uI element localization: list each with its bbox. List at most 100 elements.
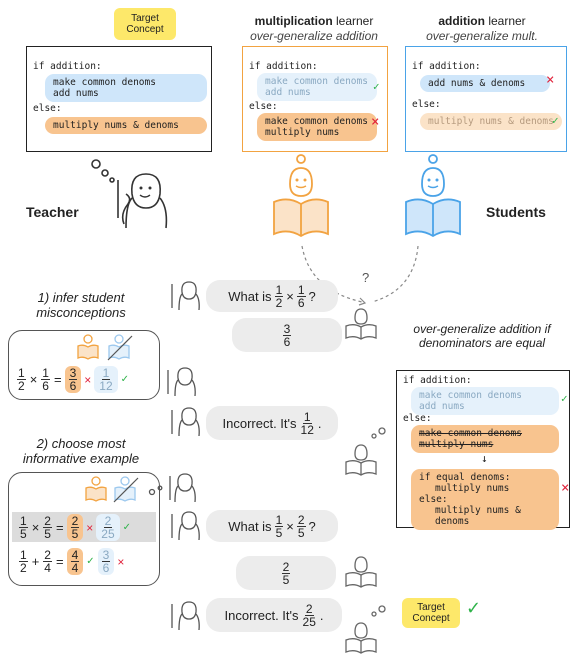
bubble-text: ? bbox=[308, 518, 316, 534]
bubble-text: What is bbox=[228, 518, 272, 534]
times-op: × bbox=[31, 520, 40, 535]
revised-add-block: make common denoms add nums bbox=[411, 387, 559, 415]
teacher-add-block: make common denoms add nums bbox=[45, 74, 207, 102]
mult-header-rest: learner bbox=[332, 14, 374, 28]
add-header-bold: addition bbox=[438, 14, 485, 28]
code-line: add nums bbox=[265, 87, 311, 98]
times-op: × bbox=[29, 372, 38, 387]
mult-mult-block: make common denoms multiply nums bbox=[257, 113, 377, 141]
add-add-block: add nums & denoms bbox=[420, 75, 550, 92]
addition-learner-header: addition learner bbox=[402, 14, 562, 28]
add-student-figure bbox=[405, 154, 461, 238]
mini-student-blue-crossed bbox=[107, 334, 133, 361]
question-mark: ? bbox=[362, 270, 370, 285]
code-else: else: bbox=[403, 413, 432, 424]
teacher-thinking-mini-icon bbox=[148, 473, 196, 503]
right-panel-title: over-generalize addition if denominators… bbox=[413, 322, 551, 350]
mult-learner-code-box: if addition: make common denoms add nums… bbox=[242, 46, 388, 152]
new-rule-block: if equal denoms: multiply nums else: mul… bbox=[411, 469, 559, 530]
check-icon: ✓ bbox=[373, 80, 380, 93]
multiplication-learner-header: multiplication learner bbox=[234, 14, 394, 28]
student-mini-icon bbox=[345, 556, 377, 588]
teacher-mini-icon bbox=[167, 367, 196, 397]
add-mult-block: multiply nums & denoms bbox=[420, 113, 562, 130]
code-line: multiply nums & denoms bbox=[53, 120, 179, 131]
check-icon: ✓ bbox=[466, 598, 482, 618]
code-line: add nums bbox=[419, 401, 465, 412]
final-target-concept-note: Target Concept bbox=[402, 598, 460, 628]
mult-header-bold: multiplication bbox=[254, 14, 333, 28]
revised-code-box: if addition: make common denoms add nums… bbox=[396, 370, 570, 530]
cross-icon: × bbox=[117, 554, 125, 569]
bubble-text: ? bbox=[308, 288, 316, 304]
check-icon: ✓ bbox=[122, 522, 132, 533]
cross-icon: × bbox=[546, 72, 555, 88]
teacher-mini-icon bbox=[171, 281, 200, 311]
code-line: add nums & denoms bbox=[428, 78, 526, 89]
mini-student-blue-crossed bbox=[113, 476, 139, 503]
bubble-text: Incorrect. It's bbox=[224, 607, 299, 623]
code-line: if equal denoms: bbox=[419, 472, 511, 483]
teacher-mini-icon bbox=[171, 511, 200, 541]
equals-op: = bbox=[55, 520, 64, 535]
code-line: multiply nums bbox=[435, 483, 510, 494]
teacher-mult-block: multiply nums & denoms bbox=[45, 117, 207, 134]
struck-block: make common denoms multiply nums bbox=[411, 425, 559, 453]
code-if: if addition: bbox=[249, 61, 318, 72]
check-icon: ✓ bbox=[561, 392, 568, 405]
bubble-text: . bbox=[319, 607, 324, 623]
check-icon: ✓ bbox=[120, 374, 130, 385]
student-thinking-mini-icon bbox=[345, 605, 386, 654]
times-op: × bbox=[286, 288, 294, 304]
converging-arrows bbox=[301, 245, 419, 306]
down-arrow-icon: ↓ bbox=[481, 452, 488, 465]
addition-learner-sub: over-generalize mult. bbox=[426, 29, 538, 43]
check-icon: ✓ bbox=[552, 114, 559, 127]
equals-op: = bbox=[55, 554, 64, 569]
step1-label: 1) infer student misconceptions bbox=[36, 290, 126, 320]
code-line: multiply nums & denoms bbox=[428, 116, 554, 127]
step2-label: 2) choose most informative example bbox=[22, 436, 140, 466]
code-line: multiply nums & denoms bbox=[435, 505, 521, 527]
code-line: make common denoms bbox=[419, 390, 522, 401]
code-if: if addition: bbox=[33, 61, 102, 72]
code-line: multiply nums bbox=[419, 439, 494, 450]
cross-icon: × bbox=[84, 372, 92, 387]
infer-frame bbox=[8, 330, 160, 400]
mini-student-orange bbox=[77, 334, 99, 360]
code-else: else: bbox=[412, 99, 441, 110]
code-line: else: bbox=[419, 494, 448, 505]
code-line: make common denoms bbox=[53, 77, 156, 88]
teacher-figure bbox=[91, 159, 168, 229]
target-concept-note: Target Concept bbox=[114, 8, 176, 40]
teacher-label: Teacher bbox=[26, 204, 79, 220]
code-else: else: bbox=[33, 103, 62, 114]
code-line: make common denoms bbox=[419, 428, 522, 439]
student-mini-icon bbox=[345, 308, 377, 340]
cross-icon: × bbox=[371, 114, 380, 130]
chosen-example-highlight bbox=[12, 512, 156, 542]
code-line: make common denoms bbox=[265, 116, 368, 127]
student-thinking-mini-icon bbox=[345, 427, 386, 476]
code-line: add nums bbox=[53, 88, 99, 99]
equals-op: = bbox=[53, 372, 62, 387]
students-label: Students bbox=[486, 204, 546, 220]
multiplication-learner-sub: over-generalize addition bbox=[250, 29, 378, 43]
mini-student-orange bbox=[85, 476, 107, 502]
cross-icon: × bbox=[561, 480, 570, 496]
code-line: make common denoms bbox=[265, 76, 368, 87]
bubble-text: . bbox=[317, 415, 322, 431]
